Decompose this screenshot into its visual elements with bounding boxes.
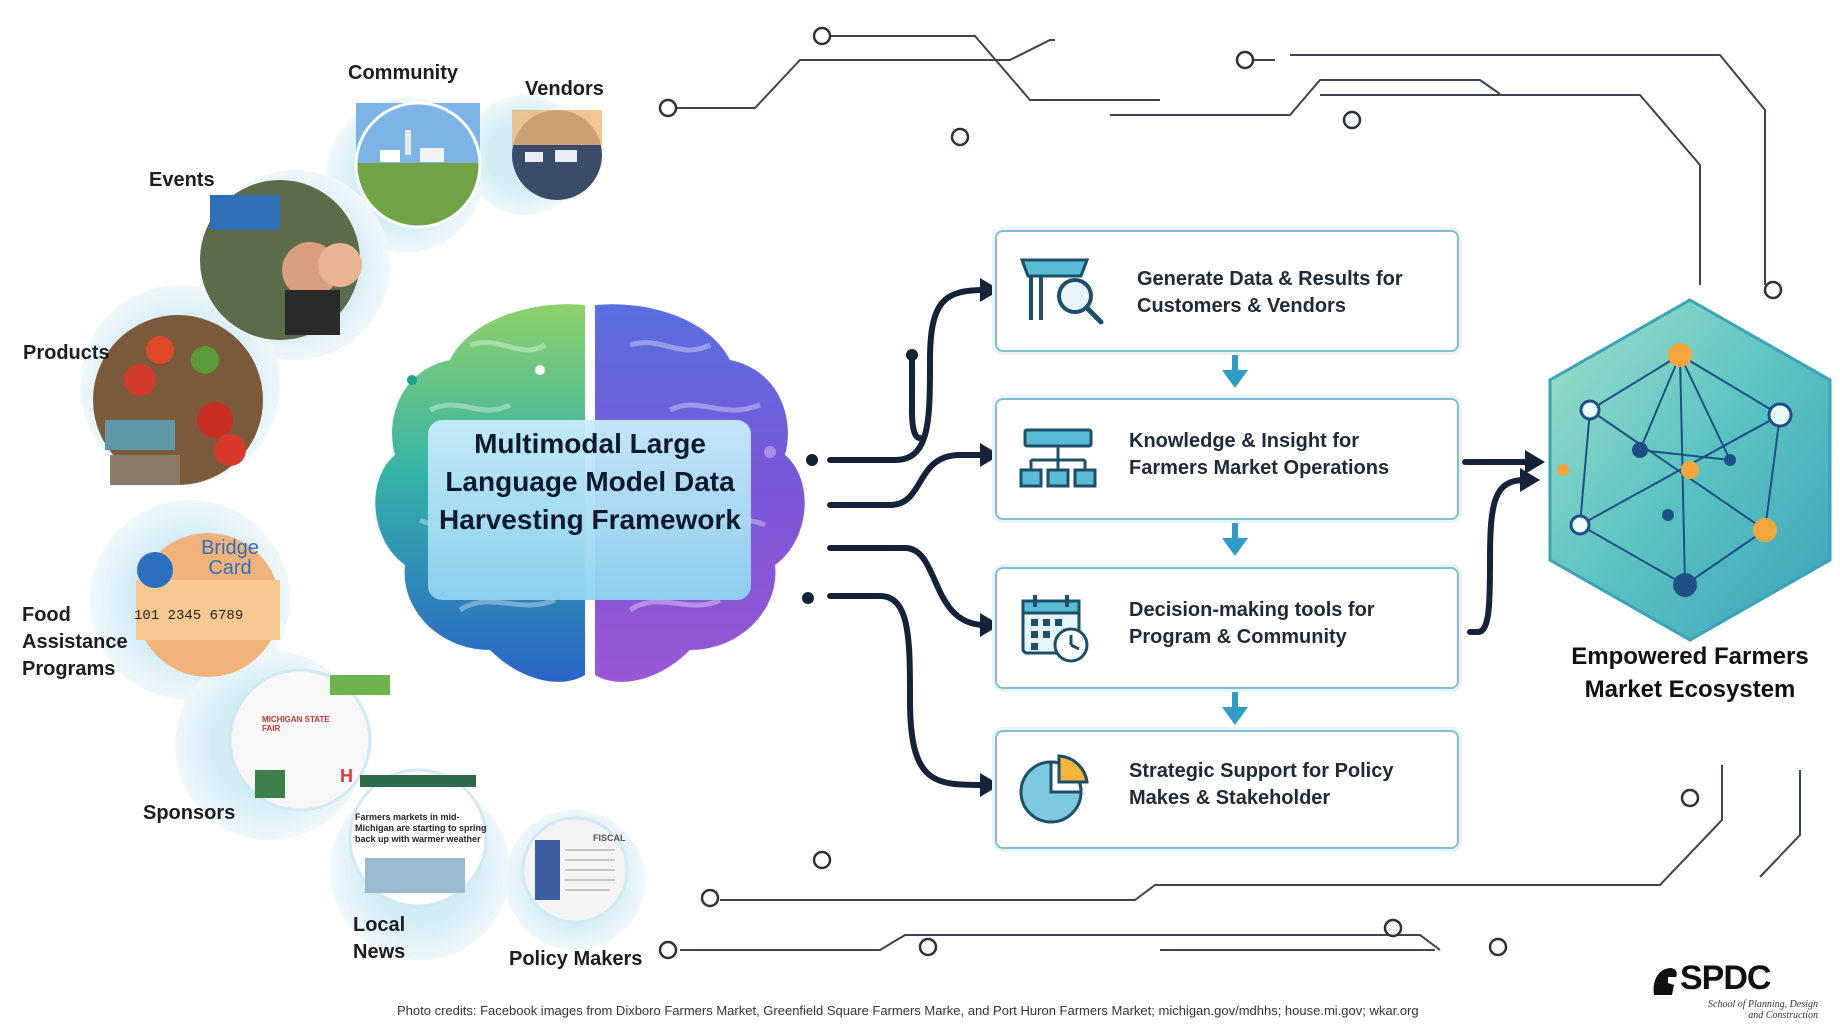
bridge-card-title: Bridge Card [201, 537, 259, 579]
output-box-knowledge: Knowledge & Insight for Farmers Market O… [995, 398, 1459, 520]
photo-vendors [512, 110, 602, 200]
logo-text: SPDC [1680, 959, 1771, 997]
circuit-nodes [658, 26, 1783, 960]
flow-arrows [827, 287, 988, 788]
label-sponsors: Sponsors [143, 802, 236, 824]
label-vendors: Vendors [525, 78, 604, 100]
fiscal-text: FISCAL [593, 833, 626, 843]
photo-community [354, 101, 482, 229]
state-fair-text: MICHIGAN STATE FAIR [262, 715, 330, 733]
eco-arrows [1462, 459, 1533, 635]
photo-credits: Photo credits: Facebook images from Dixb… [397, 1003, 1419, 1018]
flow-arrowheads [980, 278, 1000, 797]
output-box-data-results: Generate Data & Results for Customers & … [995, 230, 1459, 352]
flow-dots [802, 349, 918, 604]
label-local-news: Local News [353, 914, 406, 963]
photo-bridge-card [136, 533, 280, 677]
output-text-data-results: Generate Data & Results for Customers & … [1137, 268, 1403, 317]
network-hexagon-icon [1548, 298, 1832, 642]
news-headline: Farmers markets in mid-Michigan are star… [355, 812, 487, 844]
photo-sponsors: H [228, 668, 390, 812]
output-text-strategic: Strategic Support for Policy Makes & Sta… [1129, 760, 1394, 809]
output-box-decision: Decision-making tools for Program & Comm… [995, 567, 1459, 689]
market-stall-magnifier-icon [1019, 258, 1104, 325]
label-food-assistance: Food Assistance Programs [22, 604, 128, 680]
label-community: Community [348, 62, 458, 84]
circuit-lines [670, 35, 1801, 951]
calendar-clock-icon [1021, 595, 1089, 663]
photo-local-news [348, 768, 488, 908]
output-text-knowledge: Knowledge & Insight for Farmers Market O… [1129, 430, 1390, 479]
logo-subtext: School of Planning, Design and Construct… [1708, 999, 1818, 1021]
svg-text:H: H [340, 766, 353, 786]
brain-icon [375, 304, 805, 682]
photo-policy [521, 816, 629, 924]
ecosystem-title: Empowered Farmers Market Ecosystem [1571, 643, 1809, 703]
photo-events [200, 180, 362, 340]
output-box-strategic: Strategic Support for Policy Makes & Sta… [995, 730, 1459, 849]
bridge-card-number: 101 2345 6789 [134, 608, 244, 624]
label-events: Events [149, 169, 215, 191]
output-text-decision: Decision-making tools for Program & Comm… [1129, 599, 1375, 648]
label-products: Products [23, 342, 110, 364]
photo-products [93, 315, 263, 485]
pie-chart-icon [1019, 754, 1089, 824]
box-down-arrows [1222, 352, 1248, 725]
spartan-helmet-icon [1653, 968, 1677, 995]
eco-arrowheads [1520, 450, 1545, 492]
label-policy-makers: Policy Makers [509, 948, 643, 970]
org-chart-icon [1019, 428, 1097, 488]
brain-title: Multimodal Large Language Model Data Har… [439, 428, 741, 535]
